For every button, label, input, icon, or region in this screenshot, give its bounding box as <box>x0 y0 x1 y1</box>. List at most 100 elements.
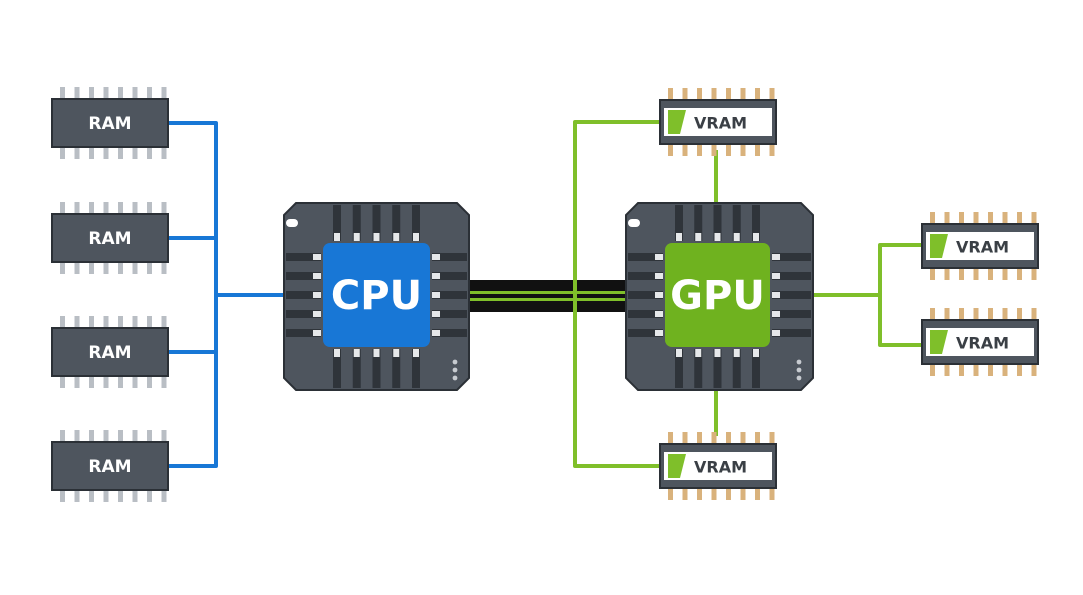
vram-module: VRAM <box>659 88 777 156</box>
ram-pin <box>118 430 123 442</box>
vram-pin <box>959 212 964 224</box>
vram-pin <box>959 308 964 320</box>
chip-groove <box>628 329 663 337</box>
vram-pin <box>973 268 979 280</box>
ram-pin <box>103 202 109 214</box>
vram-pin <box>711 144 717 156</box>
vram-module: VRAM <box>921 308 1039 376</box>
chip-groove <box>392 205 401 241</box>
vram-pin <box>1002 212 1008 224</box>
chip-groove <box>628 253 663 261</box>
vram-pin <box>1002 308 1008 320</box>
vram-pin <box>697 144 702 156</box>
vram-pin <box>1017 268 1022 280</box>
vram-pin <box>769 432 775 444</box>
chip-groove <box>392 349 401 388</box>
chip-groove <box>694 349 703 388</box>
chip-pad <box>772 292 780 298</box>
ram-pin <box>103 490 109 502</box>
chip-groove <box>412 349 420 388</box>
chip-pad <box>695 349 702 357</box>
ram-pin <box>74 147 80 159</box>
ram-pin <box>89 376 94 388</box>
vram-pin <box>668 88 673 100</box>
chip-groove <box>286 329 321 337</box>
chip-groove <box>675 205 683 241</box>
ram-pin <box>74 87 80 99</box>
chip-groove <box>713 349 722 388</box>
chip-pad <box>676 349 682 357</box>
chip-pad <box>695 233 702 241</box>
vram-pin <box>930 364 935 376</box>
vram-pin <box>711 488 717 500</box>
ram-label: RAM <box>88 343 131 363</box>
vram-pin <box>740 88 746 100</box>
ram-pin <box>161 87 167 99</box>
vram-pin <box>726 88 731 100</box>
vram-pin <box>726 432 731 444</box>
chip-pad <box>432 292 440 298</box>
cpu-label: CPU <box>331 273 422 319</box>
chip-groove <box>372 349 381 388</box>
ram-pin <box>103 316 109 328</box>
ram-pin <box>147 316 152 328</box>
gpu-label: GPU <box>670 273 765 319</box>
vram-pin <box>1017 308 1022 320</box>
ram-pin <box>118 262 123 274</box>
chip-pad <box>432 330 440 336</box>
chip-groove <box>352 205 361 241</box>
chip-pad <box>733 349 740 357</box>
ram-pin <box>132 316 138 328</box>
chip-pad <box>313 273 321 279</box>
ram-pin <box>132 376 138 388</box>
chip-pad <box>393 233 400 241</box>
vram-pin <box>740 488 746 500</box>
ram-pin <box>147 202 152 214</box>
ram-pin <box>74 262 80 274</box>
ram-pin <box>161 262 167 274</box>
ram-pin <box>147 262 152 274</box>
chip-pad <box>733 233 740 241</box>
vram-label: VRAM <box>694 114 747 133</box>
chip-groove <box>432 272 467 280</box>
vram-pin <box>755 488 760 500</box>
vram-pin <box>711 432 717 444</box>
chip-groove <box>772 329 811 337</box>
chip-groove <box>286 310 321 318</box>
ram-pin <box>132 490 138 502</box>
vram-pin <box>930 308 935 320</box>
chip-dot <box>452 375 458 381</box>
chip-groove <box>713 205 722 241</box>
chip-groove <box>432 310 467 318</box>
vram-pin <box>944 364 950 376</box>
cpu-chip: CPU <box>283 202 470 391</box>
vram-pin <box>697 488 702 500</box>
vram-pin <box>711 88 717 100</box>
ram-pin <box>103 87 109 99</box>
chip-pad <box>334 349 340 357</box>
chip-groove <box>772 272 811 280</box>
vram-pin <box>930 268 935 280</box>
vram-pin <box>988 212 993 224</box>
vram-pin <box>944 308 950 320</box>
gpu-die <box>665 243 770 347</box>
vram-pin <box>1002 364 1008 376</box>
vram-logo-icon <box>930 330 948 354</box>
vram-pin <box>755 144 760 156</box>
ram-module: RAM <box>51 87 169 159</box>
chip-pad <box>655 292 663 298</box>
chip-pad <box>714 349 721 357</box>
ram-body <box>51 213 169 263</box>
ram-pin <box>118 147 123 159</box>
chip-pad <box>772 330 780 336</box>
chip-groove <box>286 253 321 261</box>
vram-right-wire <box>812 243 926 347</box>
ram-module: RAM <box>51 316 169 388</box>
ram-pin <box>132 262 138 274</box>
vram-pin <box>944 212 950 224</box>
chip-pad <box>655 273 663 279</box>
vram-pin <box>1017 364 1022 376</box>
chip-pad <box>373 349 380 357</box>
vram-pin <box>726 488 731 500</box>
chip-pad <box>772 273 780 279</box>
